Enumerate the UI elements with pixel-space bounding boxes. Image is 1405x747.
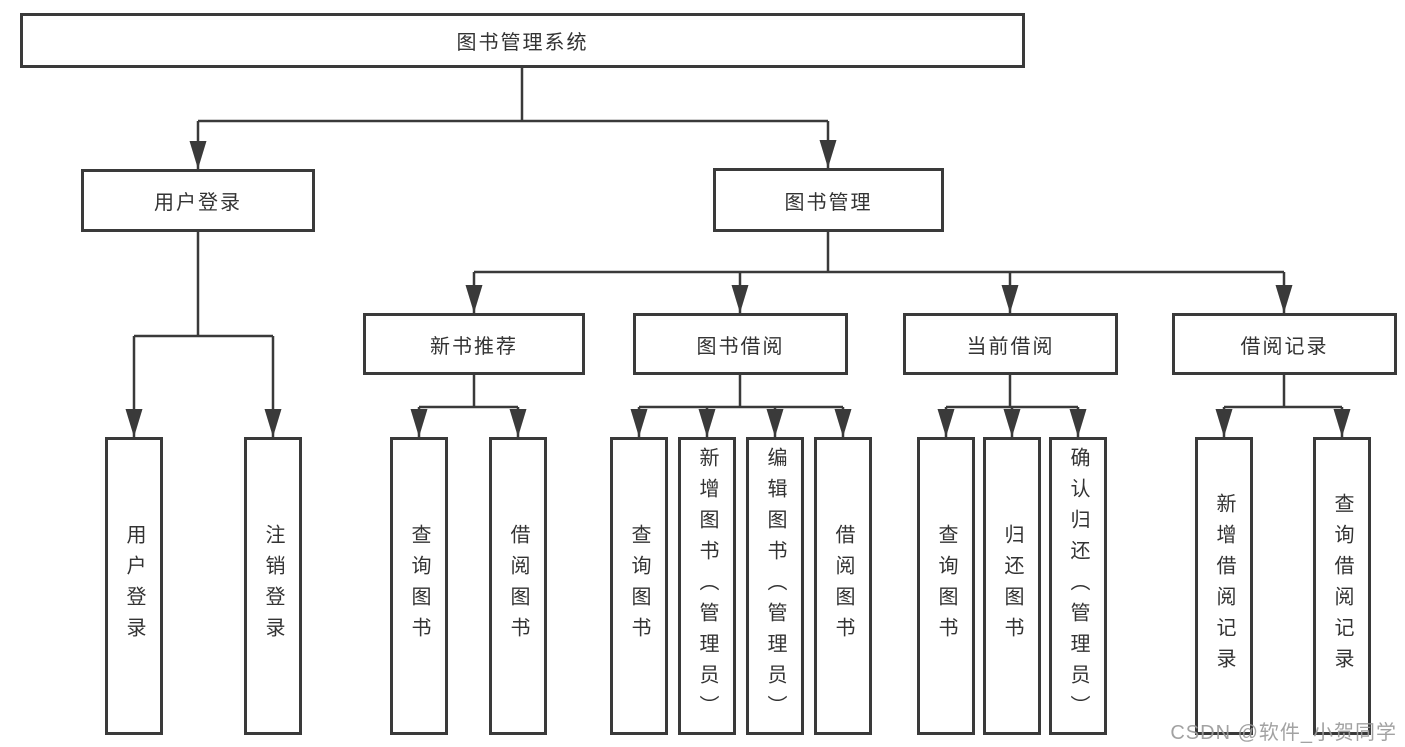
root-to-level2-connector	[189, 68, 837, 169]
leaf-borrowing-borrow-books: 借阅图书	[814, 437, 872, 735]
leaf-current-query-books: 查询图书	[917, 437, 975, 735]
leaf-current-query-books-label: 查询图书	[935, 524, 957, 648]
node-borrowing-records: 借阅记录	[1172, 313, 1397, 375]
leaf-confirm-return-admin-label: 确认归还（管理员）	[1067, 446, 1089, 726]
current-borrow-children-connector	[937, 375, 1087, 437]
leaf-edit-books-admin: 编辑图书（管理员）	[746, 437, 804, 735]
watermark: CSDN @软件_小贺同学	[1170, 722, 1397, 744]
node-new-book-recommend: 新书推荐	[363, 313, 585, 375]
leaf-borrowing-borrow-books-label: 借阅图书	[832, 524, 854, 648]
leaf-logout-label: 注销登录	[262, 524, 284, 648]
node-book-management-label: 图书管理	[784, 191, 873, 214]
node-book-management: 图书管理	[713, 168, 944, 232]
node-borrowing-records-label: 借阅记录	[1240, 335, 1329, 358]
leaf-return-books: 归还图书	[983, 437, 1041, 735]
node-current-borrowing: 当前借阅	[903, 313, 1118, 375]
leaf-user-login-label: 用户登录	[123, 524, 145, 648]
node-book-borrowing-label: 图书借阅	[696, 335, 785, 358]
node-root-system: 图书管理系统	[20, 13, 1025, 68]
user-login-children-connector	[125, 232, 282, 437]
node-new-book-recommend-label: 新书推荐	[430, 335, 518, 358]
leaf-add-borrow-record: 新增借阅记录	[1195, 437, 1253, 735]
leaf-recommend-query-books: 查询图书	[390, 437, 448, 735]
leaf-recommend-query-books-label: 查询图书	[408, 524, 430, 648]
node-user-login: 用户登录	[81, 169, 315, 232]
new-book-rec-children-connector	[410, 375, 527, 437]
leaf-recommend-borrow-books-label: 借阅图书	[507, 524, 529, 648]
book-management-to-level3-connector	[465, 232, 1293, 313]
leaf-add-borrow-record-label: 新增借阅记录	[1213, 493, 1235, 679]
leaf-confirm-return-admin: 确认归还（管理员）	[1049, 437, 1107, 735]
leaf-return-books-label: 归还图书	[1001, 524, 1023, 648]
leaf-borrowing-query-books-label: 查询图书	[628, 524, 650, 648]
leaf-user-login: 用户登录	[105, 437, 163, 735]
leaf-borrowing-query-books: 查询图书	[610, 437, 668, 735]
leaf-add-books-admin-label: 新增图书（管理员）	[696, 446, 718, 726]
book-borrow-children-connector	[630, 375, 852, 437]
leaf-query-borrow-record: 查询借阅记录	[1313, 437, 1371, 735]
node-book-borrowing: 图书借阅	[633, 313, 848, 375]
leaf-edit-books-admin-label: 编辑图书（管理员）	[764, 446, 786, 726]
node-current-borrowing-label: 当前借阅	[966, 335, 1055, 358]
leaf-logout: 注销登录	[244, 437, 302, 735]
leaf-add-books-admin: 新增图书（管理员）	[678, 437, 736, 735]
borrow-records-children-connector	[1215, 375, 1351, 437]
leaf-query-borrow-record-label: 查询借阅记录	[1331, 493, 1353, 679]
leaf-recommend-borrow-books: 借阅图书	[489, 437, 547, 735]
node-user-login-label: 用户登录	[154, 192, 242, 214]
node-root-system-label: 图书管理系统	[456, 32, 589, 54]
